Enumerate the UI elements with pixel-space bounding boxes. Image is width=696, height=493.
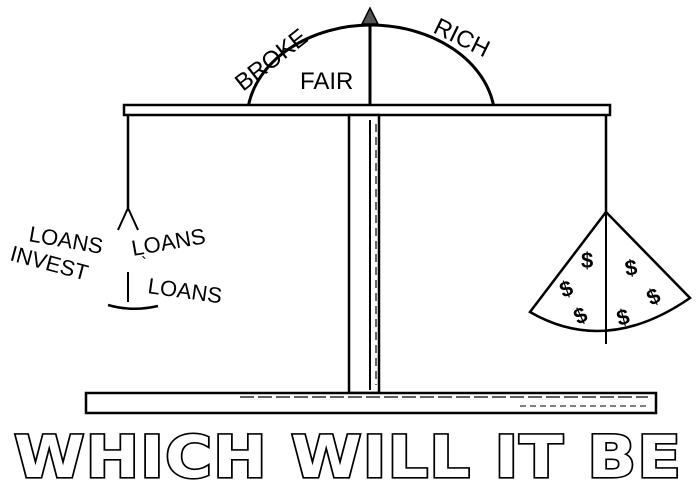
left-pan <box>108 305 158 309</box>
scale-base <box>86 393 656 413</box>
left-label-loans-2: LOANS <box>130 223 208 261</box>
gauge-label-fair: FAIR <box>300 68 353 95</box>
money-cone <box>530 212 690 331</box>
pointer-arrow-icon <box>362 8 378 24</box>
headline: WHICH WILL IT BE <box>14 423 682 488</box>
scale-beam <box>124 105 610 115</box>
dollar-icon: $ <box>581 248 593 273</box>
left-label-loans-3: LOANS <box>146 273 223 308</box>
left-hanger-arrow <box>118 208 138 230</box>
scale-pillar <box>349 115 379 393</box>
